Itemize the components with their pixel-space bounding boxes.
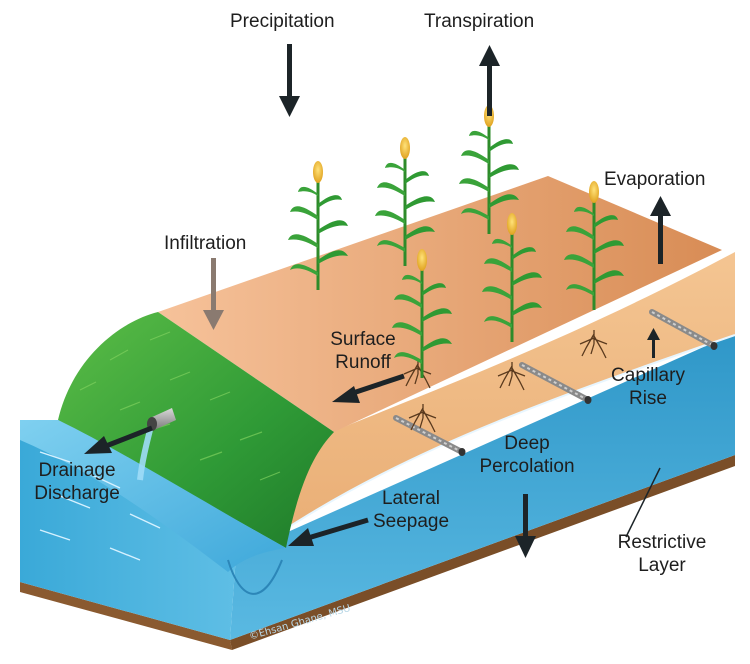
drainage-discharge-line-2: Discharge [34, 483, 120, 504]
lateral-seepage-arrow [288, 517, 369, 546]
deep-percolation-line-1: Deep [504, 433, 550, 454]
drainage-discharge-arrow [84, 425, 153, 454]
tile-drains [393, 309, 718, 456]
drainage-discharge-line-1: Drainage [38, 460, 116, 481]
grass-buffer [58, 312, 334, 548]
restrictive-layer-line-1: Restrictive [617, 532, 707, 553]
transpiration-arrow [479, 45, 500, 116]
water-ripples [39, 451, 161, 561]
precipitation-arrow [279, 44, 300, 117]
surface-runoff-line-1: Surface [330, 329, 396, 350]
drainage-discharge-label: Drainage Discharge [26, 459, 128, 505]
capillary-rise-line-1: Capillary [611, 365, 685, 386]
water-table-side [230, 333, 735, 640]
restrictive-layer-front [20, 582, 232, 650]
drainage-channel-surface [20, 420, 286, 572]
restrictive-layer-leader [625, 467, 661, 538]
transpiration-label: Transpiration [424, 11, 535, 32]
surface-runoff-label: Surface Runoff [322, 328, 404, 374]
precipitation-label: Precipitation [230, 11, 335, 32]
lateral-seepage-line-2: Seepage [372, 511, 450, 532]
deep-percolation-arrow [515, 494, 536, 558]
capillary-rise-label: Capillary Rise [606, 364, 690, 410]
deep-percolation-line-2: Percolation [479, 456, 575, 477]
restrictive-layer-label: Restrictive Layer [604, 531, 720, 577]
evaporation-arrow [650, 196, 671, 264]
restrictive-layer-right [230, 455, 735, 650]
field-surface [158, 176, 722, 432]
infiltration-label: Infiltration [164, 233, 247, 254]
capillary-rise-arrow [647, 328, 660, 358]
tile-drain-end [710, 342, 718, 350]
infiltration-arrow [203, 258, 224, 330]
surface-runoff-line-2: Runoff [335, 352, 391, 373]
tile-drain-end [584, 396, 592, 404]
deep-percolation-label: Deep Percolation [470, 432, 584, 478]
tile-drain-end [458, 448, 466, 456]
channel-curve [227, 559, 283, 595]
surface-runoff-arrow [332, 373, 405, 403]
drainage-channel-water [20, 420, 286, 640]
evaporation-label: Evaporation [604, 169, 706, 190]
lateral-seepage-label: Lateral Seepage [366, 487, 456, 533]
restrictive-layer-line-2: Layer [638, 555, 686, 576]
lateral-seepage-line-1: Lateral [381, 488, 441, 509]
capillary-rise-line-2: Rise [628, 388, 667, 409]
